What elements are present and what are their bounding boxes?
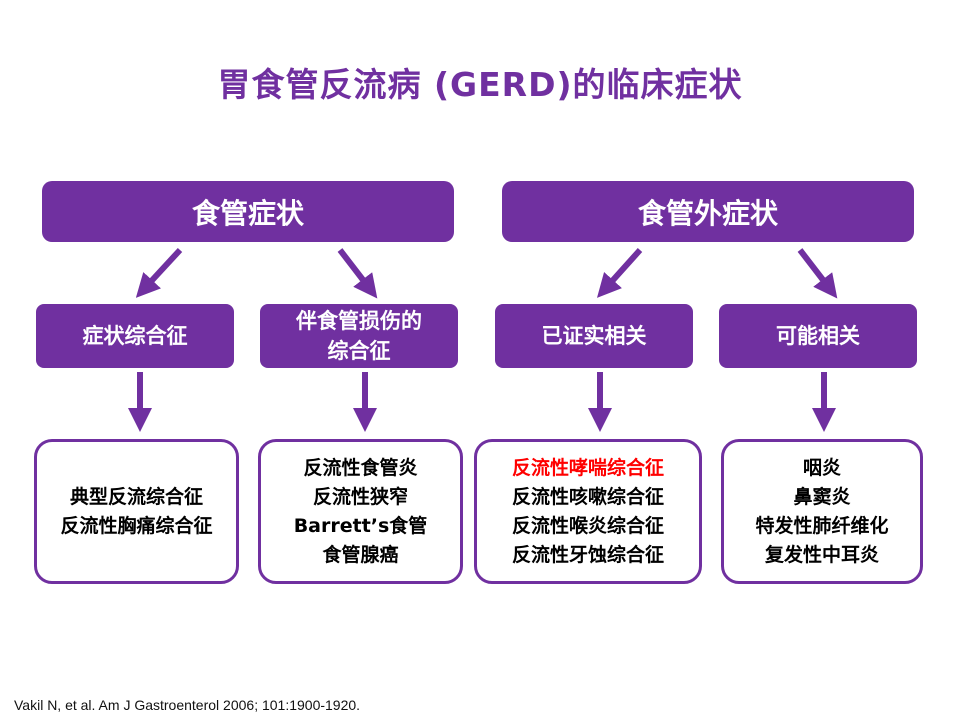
detail-item: 鼻窦炎 xyxy=(793,485,851,508)
arrow-to-established xyxy=(596,247,643,298)
detail-item: 特发性肺纤维化 xyxy=(755,514,889,537)
detail-item: 反流性喉炎综合征 xyxy=(511,514,664,537)
source-citation: Vakil N, et al. Am J Gastroenterol 2006;… xyxy=(14,697,361,713)
detail-item: 复发性中耳炎 xyxy=(764,543,879,566)
subcategory-box-established: 已证实相关 xyxy=(495,304,693,368)
detail-item: 反流性狭窄 xyxy=(312,485,408,508)
subcategory-label: 可能相关 xyxy=(776,324,860,348)
subcategory-label-line-1: 伴食管损伤的 xyxy=(296,309,422,333)
detail-item: 反流性胸痛综合征 xyxy=(60,514,213,537)
arrow-to-proposed xyxy=(797,248,838,299)
detail-item: 食管腺癌 xyxy=(322,543,399,566)
detail-item: 反流性牙蚀综合征 xyxy=(511,543,664,566)
category-box-extraesophageal: 食管外症状 xyxy=(502,181,914,242)
detail-item: 典型反流综合征 xyxy=(69,485,203,508)
detail-box-symptomatic: 典型反流综合征 反流性胸痛综合征 xyxy=(34,439,239,584)
detail-item: 反流性咳嗽综合征 xyxy=(511,485,664,508)
detail-box-injury: 反流性食管炎 反流性狭窄 Barrett’s食管 食管腺癌 xyxy=(258,439,463,584)
category-box-esophageal: 食管症状 xyxy=(42,181,454,242)
detail-item: 反流性食管炎 xyxy=(303,456,418,479)
arrow-to-symptomatic xyxy=(135,247,183,298)
subcategory-label: 症状综合征 xyxy=(82,324,188,348)
subcategory-box-symptomatic: 症状综合征 xyxy=(36,304,234,368)
subcategory-box-proposed: 可能相关 xyxy=(719,304,917,368)
subcategory-label: 已证实相关 xyxy=(541,324,647,348)
subcategory-box-injury: 伴食管损伤的 综合征 xyxy=(260,304,458,368)
arrow-to-injury xyxy=(337,248,378,299)
page-title: 胃食管反流病 (GERD)的临床症状 xyxy=(217,65,743,104)
detail-item: 咽炎 xyxy=(802,456,841,479)
subcategory-label-line-2: 综合征 xyxy=(327,339,391,363)
detail-box-established: 反流性哮喘综合征 反流性咳嗽综合征 反流性喉炎综合征 反流性牙蚀综合征 xyxy=(474,439,702,584)
category-label: 食管外症状 xyxy=(637,196,778,230)
category-label: 食管症状 xyxy=(191,196,304,230)
detail-box-proposed: 咽炎 鼻窦炎 特发性肺纤维化 复发性中耳炎 xyxy=(721,439,923,584)
detail-item-highlighted: 反流性哮喘综合征 xyxy=(511,456,664,479)
detail-item: Barrett’s食管 xyxy=(293,514,428,537)
